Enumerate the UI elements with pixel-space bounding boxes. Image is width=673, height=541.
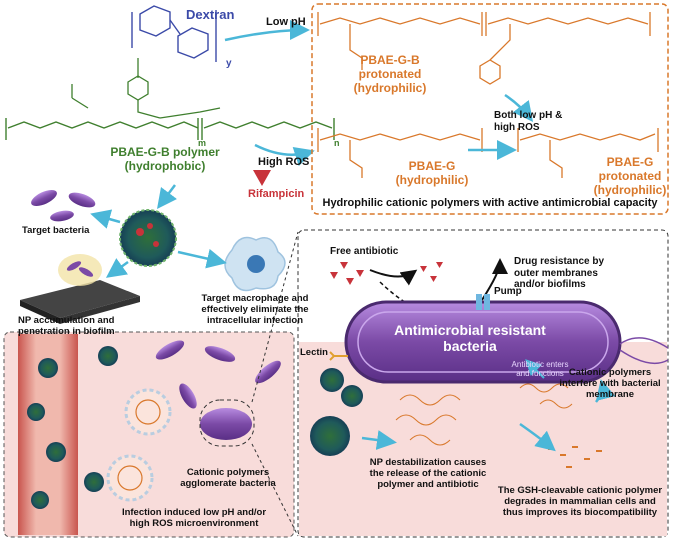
free-antibiotic-label: Free antibiotic xyxy=(330,246,399,257)
pbae-g-structure xyxy=(317,128,659,178)
np-destabilization-label: NP destabilization causes the release of… xyxy=(369,457,487,490)
target-bacteria-label: Target bacteria xyxy=(22,225,90,236)
subscript-n: n xyxy=(334,138,340,148)
nanoparticle-icon xyxy=(119,209,177,267)
subscript-y: y xyxy=(226,58,232,69)
infection-bacteria xyxy=(155,340,281,440)
zoom-connector-bottom xyxy=(251,443,299,537)
dextran-structure xyxy=(131,5,217,62)
zoom-connector-top xyxy=(251,231,299,403)
gsh-label: The GSH-cleavable cationic polymer degra… xyxy=(497,485,663,518)
drug-resistance-label: Drug resistance by outer membranes and/o… xyxy=(514,256,605,290)
both-low-ph-label: Both low pH & high ROS xyxy=(494,110,563,133)
lectin-icon xyxy=(329,351,348,361)
low-ph-arrow xyxy=(224,20,310,42)
zoom-box xyxy=(199,399,255,447)
resistant-bacterium-icon xyxy=(344,300,669,384)
biofilm-icon xyxy=(20,254,140,324)
antibiotic-enters-label: Antibiotic enters and functions xyxy=(511,360,569,379)
released-cationic-polymers xyxy=(395,383,573,446)
pbae-g-b-label: PBAE-G-B polymer (hydrophobic) xyxy=(110,145,220,173)
rifampicin-triangle-icon xyxy=(253,170,271,186)
target-bacteria-icon xyxy=(31,189,96,222)
degradation-arrow xyxy=(519,422,556,452)
pbae-g-protonated-label: PBAE-G protonated (hydrophilic) xyxy=(593,155,667,197)
high-ros-label: High ROS xyxy=(258,156,310,168)
pbae-g-label: PBAE-G (hydrophilic) xyxy=(395,159,469,187)
np-biofilm-label: NP accumulation and penetration in biofi… xyxy=(18,315,115,337)
pbae-g-b-backbone xyxy=(5,118,335,140)
pbae-g-b-protonated-label: PBAE-G-B protonated (hydrophilic) xyxy=(353,53,427,95)
interfere-arrow xyxy=(595,379,616,403)
to-macrophage-arrow xyxy=(177,248,227,269)
antibiotic-deflect-arrow xyxy=(369,269,418,286)
dextran-label: Dextran xyxy=(186,7,235,22)
vessel-nanoparticles xyxy=(27,346,118,509)
pbae-g-b-protonated-structure xyxy=(317,12,651,85)
cationic-agglomerate-label: Cationic polymers agglomerate bacteria xyxy=(180,467,276,489)
low-ph-label: Low pH xyxy=(266,16,306,28)
destabilization-arrow xyxy=(361,430,397,450)
high-ros-arrow xyxy=(254,143,315,167)
hydrophilic-polymers-box xyxy=(311,3,669,215)
both-arrow xyxy=(504,93,534,122)
cationic-interfere-label: Cationic polymers interfere with bacteri… xyxy=(559,367,661,400)
lectin-label: Lectin xyxy=(300,347,328,358)
boronate-linker xyxy=(71,58,221,119)
to-bacteria-arrow xyxy=(90,209,121,229)
to-biofilm-arrow xyxy=(105,258,129,278)
subscript-m: m xyxy=(198,138,207,148)
to-nanoparticle-arrow xyxy=(157,184,177,209)
mechanism-nanoparticles xyxy=(310,368,363,456)
infection-label: Infection induced low pH and/or high ROS… xyxy=(121,507,267,529)
pump-icon xyxy=(476,294,490,310)
bacteria-title: Antimicrobial resistant bacteria xyxy=(394,322,546,355)
released-polymer-clusters xyxy=(106,388,172,502)
macrophage-icon xyxy=(224,236,286,292)
antibiotic-enter-arrow xyxy=(525,359,545,379)
box-caption: Hydrophilic cationic polymers with activ… xyxy=(322,197,658,209)
macrophage-label: Target macrophage and effectively elimin… xyxy=(201,293,309,326)
rifampicin-label: Rifampicin xyxy=(248,188,305,200)
pump-label: Pump xyxy=(494,286,522,297)
